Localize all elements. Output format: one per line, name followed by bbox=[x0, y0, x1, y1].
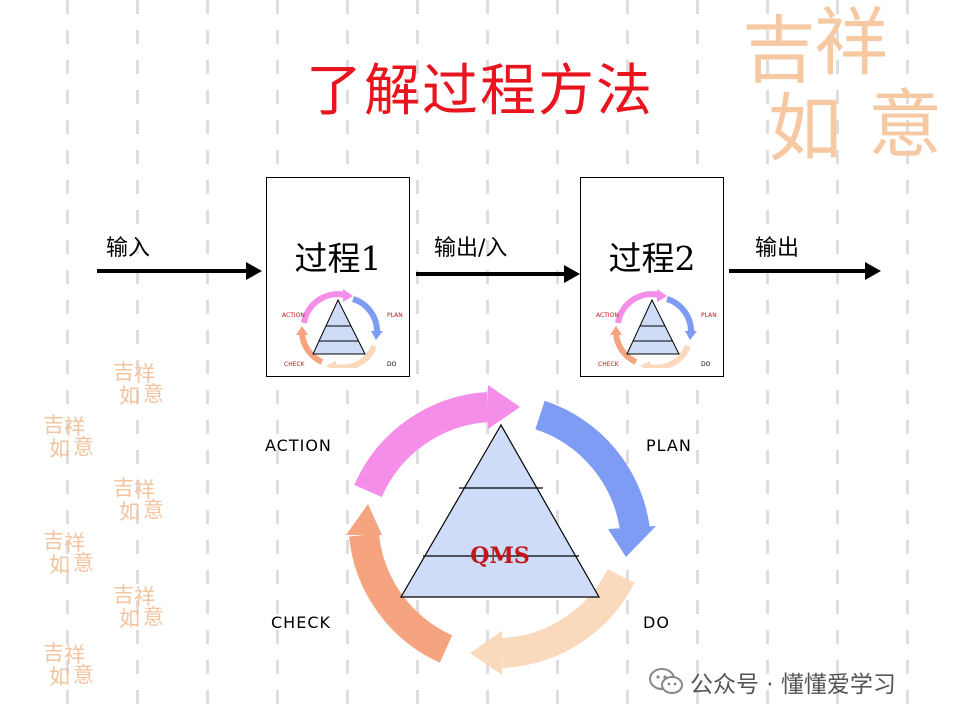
mini-check-label: CHECK bbox=[598, 361, 620, 368]
pdca-cycle-diagram: QMS bbox=[346, 385, 656, 675]
seal-decoration-small: 吉祥如意 bbox=[113, 476, 164, 524]
qms-label: QMS bbox=[470, 543, 529, 569]
output-label: 输出 bbox=[755, 236, 800, 261]
mini-action-label: ACTION bbox=[596, 312, 619, 319]
wechat-icon bbox=[649, 668, 683, 694]
mini-plan-label: PLAN bbox=[701, 312, 717, 319]
page-title: 了解过程方法 bbox=[306, 59, 654, 124]
plan-label: PLAN bbox=[646, 436, 692, 455]
mini-check-label: CHECK bbox=[284, 361, 306, 368]
process-1-title: 过程1 bbox=[294, 239, 382, 278]
check-arrow bbox=[349, 533, 453, 663]
input-arrow bbox=[97, 262, 262, 280]
mini-do-label: DO bbox=[701, 361, 711, 368]
mini-action-label: ACTION bbox=[282, 312, 305, 319]
action-arrow bbox=[354, 392, 490, 498]
seal-decoration-small: 吉祥如意 bbox=[113, 360, 164, 408]
do-label: DO bbox=[643, 613, 670, 632]
action-label: ACTION bbox=[265, 436, 332, 455]
process-1-box: 过程1 ACTION PLAN CHECK DO bbox=[266, 177, 410, 377]
watermark-text: 公众号 · 懂懂爱学习 bbox=[690, 672, 896, 698]
plan-arrow bbox=[534, 400, 650, 533]
mini-do-label: DO bbox=[387, 361, 397, 368]
do-arrow bbox=[500, 568, 635, 668]
process-2-box: 过程2 ACTION PLAN CHECK DO bbox=[580, 177, 724, 377]
output-arrow bbox=[729, 262, 881, 280]
process-2-title: 过程2 bbox=[608, 239, 696, 278]
seal-decoration-small: 吉祥如意 bbox=[43, 413, 94, 461]
seal-decoration-small: 吉祥如意 bbox=[43, 529, 94, 577]
check-label: CHECK bbox=[271, 613, 331, 632]
mini-pdca-diagram: ACTION PLAN CHECK DO bbox=[282, 289, 403, 368]
middle-arrow bbox=[416, 265, 580, 283]
seal-decoration-small: 吉祥如意 bbox=[113, 583, 164, 631]
seal-decoration-small: 吉祥如意 bbox=[43, 641, 94, 689]
middle-label: 输出/入 bbox=[434, 236, 508, 261]
qms-pyramid bbox=[399, 423, 601, 598]
mini-pdca-diagram: ACTION PLAN CHECK DO bbox=[596, 289, 717, 368]
input-label: 输入 bbox=[106, 236, 151, 261]
mini-plan-label: PLAN bbox=[387, 312, 403, 319]
seal-decoration: 吉 祥 如 意 bbox=[742, 0, 942, 172]
